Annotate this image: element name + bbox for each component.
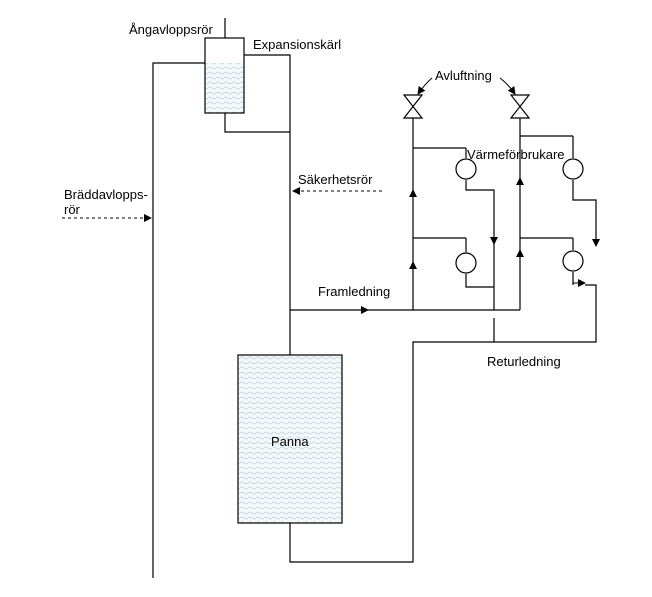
consumer-top-right-return [572, 180, 597, 245]
venting-arrows [417, 77, 516, 95]
vent-valve-left [402, 94, 424, 119]
label-heat-consumer: Värmeförbrukare [467, 147, 565, 162]
label-overflow-pipe-line2: rör [64, 202, 81, 217]
label-return-line: Returledning [487, 354, 561, 369]
label-venting: Avluftning [435, 68, 492, 83]
venting-arrow-right [499, 77, 516, 95]
consumer-bottom-left-return [465, 274, 494, 288]
heat-consumer-top-left [455, 158, 477, 180]
heat-consumer-bottom-left [455, 252, 477, 274]
pipes [152, 18, 597, 578]
return-line [289, 284, 597, 563]
venting-arrow-left [417, 77, 433, 95]
label-safety-pipe: Säkerhetsrör [298, 172, 373, 187]
boiler [237, 354, 343, 524]
heat-consumer-bottom-right [562, 250, 584, 272]
expansion-vessel [204, 37, 245, 114]
vent-valve-right [509, 94, 531, 119]
heat-consumer-top-right [562, 158, 584, 180]
consumer-top-left-return [465, 180, 495, 310]
safety-pipe [244, 54, 291, 355]
label-steam-vent-pipe: Ångavloppsrör [129, 22, 213, 37]
label-boiler: Panna [271, 434, 309, 449]
label-supply-line: Framledning [318, 284, 390, 299]
expansion-bottom-pipe [224, 113, 290, 133]
overflow-pipe [152, 62, 205, 578]
label-expansion-vessel: Expansionskärl [253, 37, 341, 52]
label-overflow-pipe-line1: Bräddavlopps- [64, 187, 148, 202]
